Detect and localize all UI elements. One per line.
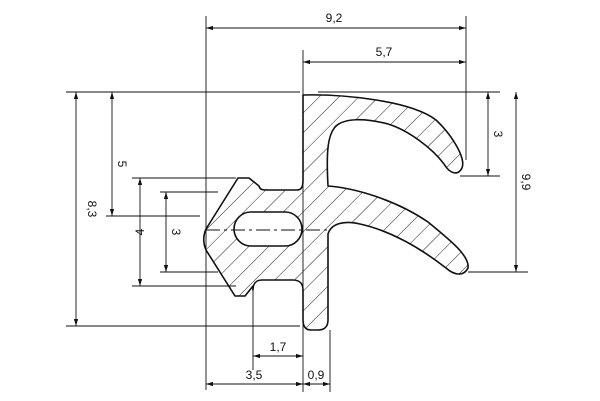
extension-lines <box>66 16 528 392</box>
dim-slot-height: 3 <box>169 229 183 236</box>
dim-upper-height: 5 <box>115 161 129 168</box>
dim-bulb-height: 4 <box>133 228 147 235</box>
dim-overall-height: 8,3 <box>85 201 99 218</box>
dim-bulb-width: 3,5 <box>246 368 263 382</box>
dim-lip-span: 5,7 <box>376 45 393 59</box>
dim-neck-width: 1,7 <box>270 340 287 354</box>
dimension-lines <box>73 25 519 387</box>
dim-lip-gap: 3 <box>491 131 505 138</box>
dim-overall-width: 9,2 <box>326 11 343 25</box>
profile-section <box>202 94 469 331</box>
profile-outline <box>202 94 469 331</box>
dimension-labels: 9,2 5,7 8,3 5 4 3 3 9,9 1,7 3,5 0,9 <box>85 11 533 382</box>
dim-lip-reach: 9,9 <box>519 174 533 191</box>
profile-slot <box>233 211 303 247</box>
dim-web-width: 0,9 <box>308 368 325 382</box>
